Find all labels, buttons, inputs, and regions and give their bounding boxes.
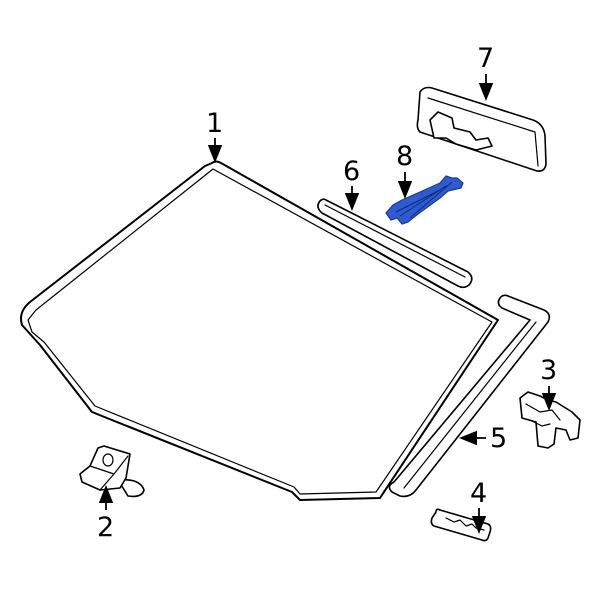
callout-label-3: 3 — [540, 355, 558, 386]
spacer-bracket — [430, 508, 492, 542]
callout-label-4: 4 — [470, 478, 488, 509]
retainer-clip — [519, 391, 581, 449]
callout-label-2: 2 — [97, 512, 115, 543]
mirror-cover-highlighted — [385, 175, 464, 225]
callout-label-8: 8 — [396, 141, 414, 172]
callout-label-7: 7 — [477, 43, 495, 74]
glass-stopper-clip — [79, 445, 145, 498]
callout-label-1: 1 — [206, 108, 224, 139]
side-molding — [388, 294, 551, 498]
callout-label-5: 5 — [490, 423, 508, 454]
upper-molding — [317, 198, 473, 289]
callout-label-6: 6 — [343, 156, 361, 187]
rear-view-mirror — [416, 86, 547, 172]
